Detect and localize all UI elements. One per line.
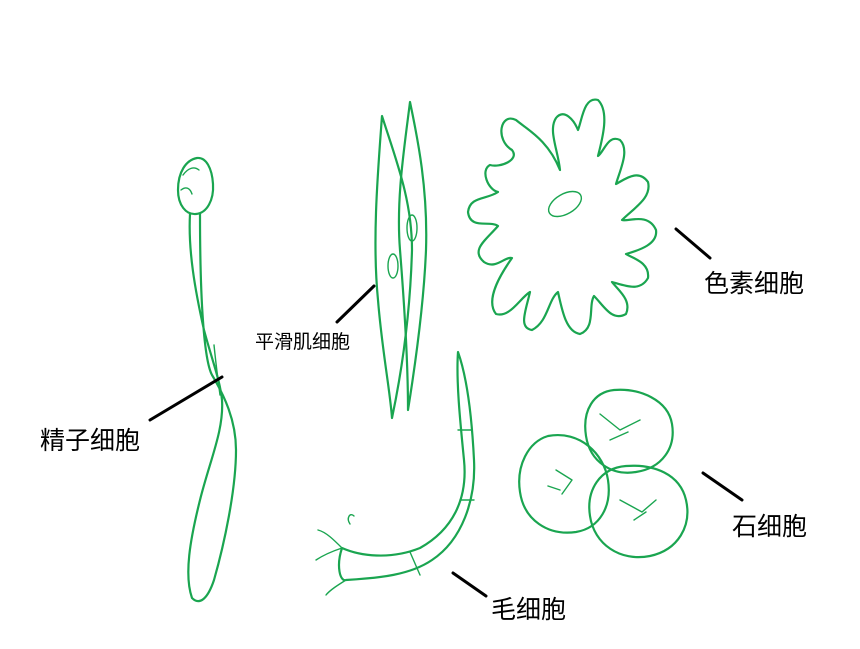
- smooth-muscle-cell-drawing: [374, 100, 428, 420]
- hair-leader-line: [451, 571, 488, 598]
- sperm-leader-line: [148, 375, 224, 422]
- stone-leader-line: [701, 471, 744, 502]
- pigment-cell-label: 色素细胞: [704, 269, 805, 298]
- stone-cell-drawing: [518, 388, 689, 559]
- hair-cell-label: 毛细胞: [491, 595, 567, 624]
- pigment-leader-line: [674, 227, 712, 260]
- pigment-cell-drawing: [466, 98, 658, 336]
- hair-cell-drawing: [315, 350, 476, 596]
- smooth-muscle-leader-line: [335, 284, 376, 324]
- stone-cell-label: 石细胞: [732, 512, 808, 541]
- sperm-cell-drawing: [176, 156, 238, 603]
- smooth-muscle-cell-label: 平滑肌细胞: [255, 331, 351, 353]
- sperm-cell-label: 精子细胞: [40, 426, 141, 455]
